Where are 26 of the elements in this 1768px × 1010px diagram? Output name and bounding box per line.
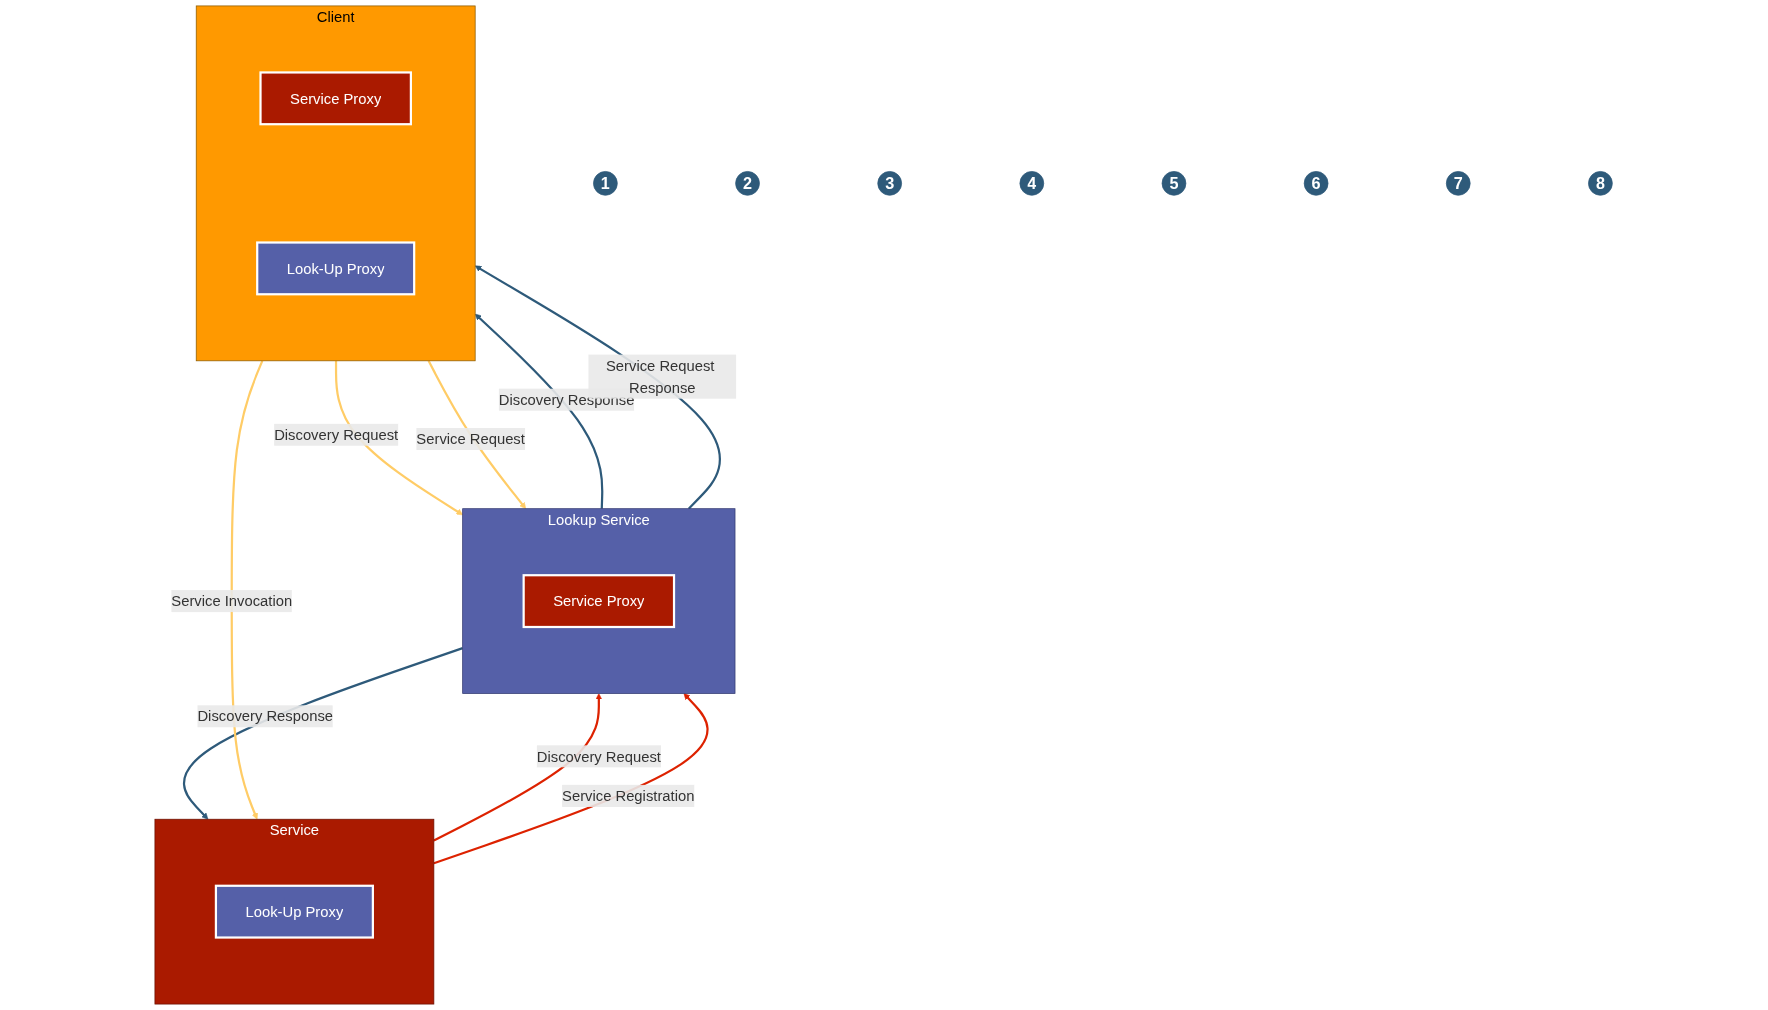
node-circle: 8 bbox=[1588, 171, 1614, 196]
node-box: Look-Up Proxy bbox=[256, 241, 416, 296]
edge-label: Service Request bbox=[416, 430, 526, 448]
node-box: Look-Up Proxy bbox=[215, 884, 375, 939]
node-circle: 1 bbox=[593, 171, 619, 196]
arrow bbox=[335, 360, 464, 516]
node-circle: 3 bbox=[877, 171, 903, 196]
node-box: Service Proxy bbox=[259, 71, 413, 126]
node-box: Service Proxy bbox=[522, 574, 676, 629]
node-circle: 5 bbox=[1162, 171, 1187, 196]
node-circle: 2 bbox=[735, 171, 761, 196]
node-circle: 7 bbox=[1446, 171, 1471, 196]
arrow bbox=[475, 313, 604, 509]
edge-label: Service Registration bbox=[562, 787, 695, 804]
edge-label: Service Invocation bbox=[171, 592, 293, 610]
node-circle: 6 bbox=[1304, 171, 1329, 196]
arrow bbox=[475, 265, 722, 510]
node-circle: 4 bbox=[1019, 171, 1045, 196]
edge-label: Discovery Request bbox=[537, 748, 662, 765]
edge-label: Discovery Request bbox=[274, 426, 399, 443]
arrow bbox=[427, 360, 527, 509]
edge-label: Discovery Response bbox=[197, 708, 334, 725]
arrow bbox=[231, 360, 264, 820]
arrow bbox=[183, 647, 464, 820]
arrow bbox=[433, 693, 709, 865]
arrow bbox=[433, 693, 603, 842]
